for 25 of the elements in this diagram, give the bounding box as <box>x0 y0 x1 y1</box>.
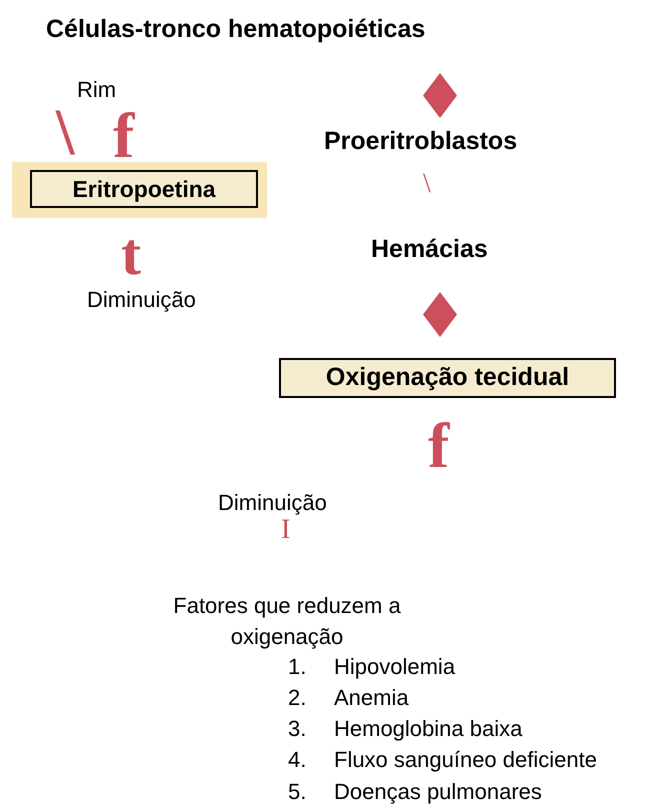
list-item: Hemoglobina baixa <box>334 715 522 743</box>
process-box: Oxigenação tecidual <box>279 358 616 398</box>
stage-label: Células-tronco hematopoiéticas <box>46 14 426 46</box>
note-text: Diminuição <box>218 489 327 517</box>
list-item: Fluxo sanguíneo deficiente <box>334 746 597 774</box>
symbol-glyph: f <box>113 104 134 168</box>
list-number: 2. <box>288 684 306 712</box>
list-item: Hipovolemia <box>334 653 456 681</box>
list-number: 1. <box>288 653 306 681</box>
symbol-glyph: I <box>281 516 290 544</box>
note-text: Diminuição <box>87 286 196 314</box>
list-item: Doenças pulmonares <box>334 778 542 806</box>
list-number: 3. <box>288 715 306 743</box>
list-item: Anemia <box>334 684 409 712</box>
symbol-glyph: \ <box>423 170 431 198</box>
list-number: 4. <box>288 746 306 774</box>
symbol-glyph: t <box>121 224 141 284</box>
stage-label: Proeritroblastos <box>324 126 518 158</box>
symbol-glyph: f <box>428 414 450 478</box>
note-text: Rim <box>77 76 116 104</box>
note-text: Fatores que reduzem a oxigenação <box>172 592 402 651</box>
process-box: Eritropoetina <box>30 170 258 208</box>
stage-label: Hemácias <box>371 234 488 266</box>
symbol-glyph: \ <box>56 100 74 166</box>
list-number: 5. <box>288 778 306 806</box>
